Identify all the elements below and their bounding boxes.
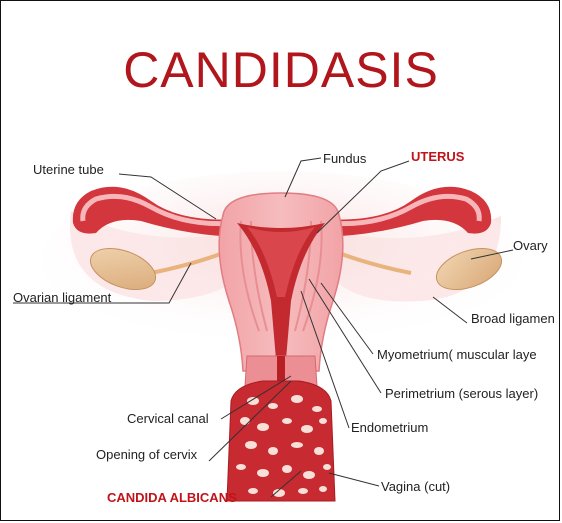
label-cervical-canal: Cervical canal: [127, 411, 209, 426]
label-myometrium: Myometrium( muscular laye: [377, 347, 537, 362]
label-ovarian-ligament: Ovarian ligament: [13, 290, 111, 305]
label-ovary: Ovary: [513, 238, 548, 253]
label-endometrium: Endometrium: [351, 420, 428, 435]
label-broad-ligament: Broad ligamen: [471, 311, 555, 326]
label-candida-albicans: CANDIDA ALBICANS: [107, 490, 237, 505]
label-opening-of-cervix: Opening of cervix: [96, 447, 197, 462]
label-vagina: Vagina (cut): [381, 479, 450, 494]
label-uterine-tube: Uterine tube: [33, 162, 104, 177]
vagina: [227, 381, 335, 501]
label-uterus: UTERUS: [411, 149, 464, 164]
label-perimetrium: Perimetrium (serous layer): [385, 386, 538, 401]
label-fundus: Fundus: [323, 151, 366, 166]
